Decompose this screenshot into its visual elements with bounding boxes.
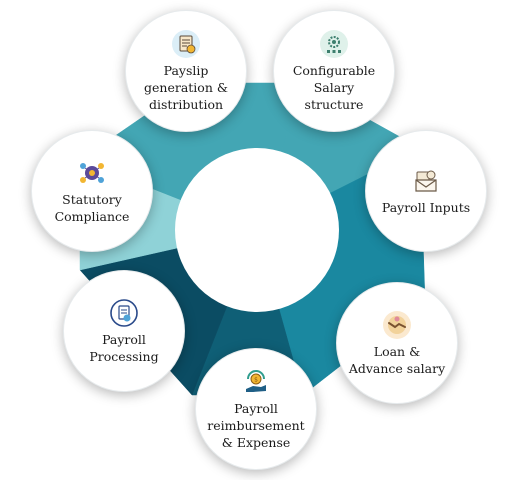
hand-coin-icon: $: [241, 367, 271, 397]
loan-advance-node: Loan & Advance salary: [336, 282, 458, 404]
loan-advance-label: Loan & Advance salary: [348, 343, 446, 376]
compliance-gear-icon: [77, 158, 107, 188]
statutory-compliance-label: Statutory Compliance: [54, 191, 130, 224]
payroll-file-icon: [109, 298, 139, 328]
configurable-salary-node: Configurable Salary structure: [273, 10, 395, 132]
svg-text:$: $: [254, 377, 258, 384]
payroll-processing-node: Payroll Processing: [63, 270, 185, 392]
payroll-processing-label: Payroll Processing: [89, 331, 159, 364]
handshake-icon: [382, 310, 412, 340]
gear-structure-icon: [319, 29, 349, 59]
payroll-reimbursement-label: Payroll reimbursement & Expense: [207, 401, 305, 450]
payslip-generation-label: Payslip generation & distribution: [144, 63, 228, 112]
payslip-generation-node: Payslip generation & distribution: [125, 10, 247, 132]
envelope-money-icon: [411, 166, 441, 196]
payroll-reimbursement-node: $ Payroll reimbursement & Expense: [195, 348, 317, 470]
payroll-inputs-node: Payroll Inputs: [365, 130, 487, 252]
statutory-compliance-node: Statutory Compliance: [31, 130, 153, 252]
payroll-inputs-label: Payroll Inputs: [381, 200, 471, 215]
configurable-salary-label: Configurable Salary structure: [292, 63, 376, 112]
center-circle: [175, 148, 339, 312]
payslip-document-icon: [171, 29, 201, 59]
